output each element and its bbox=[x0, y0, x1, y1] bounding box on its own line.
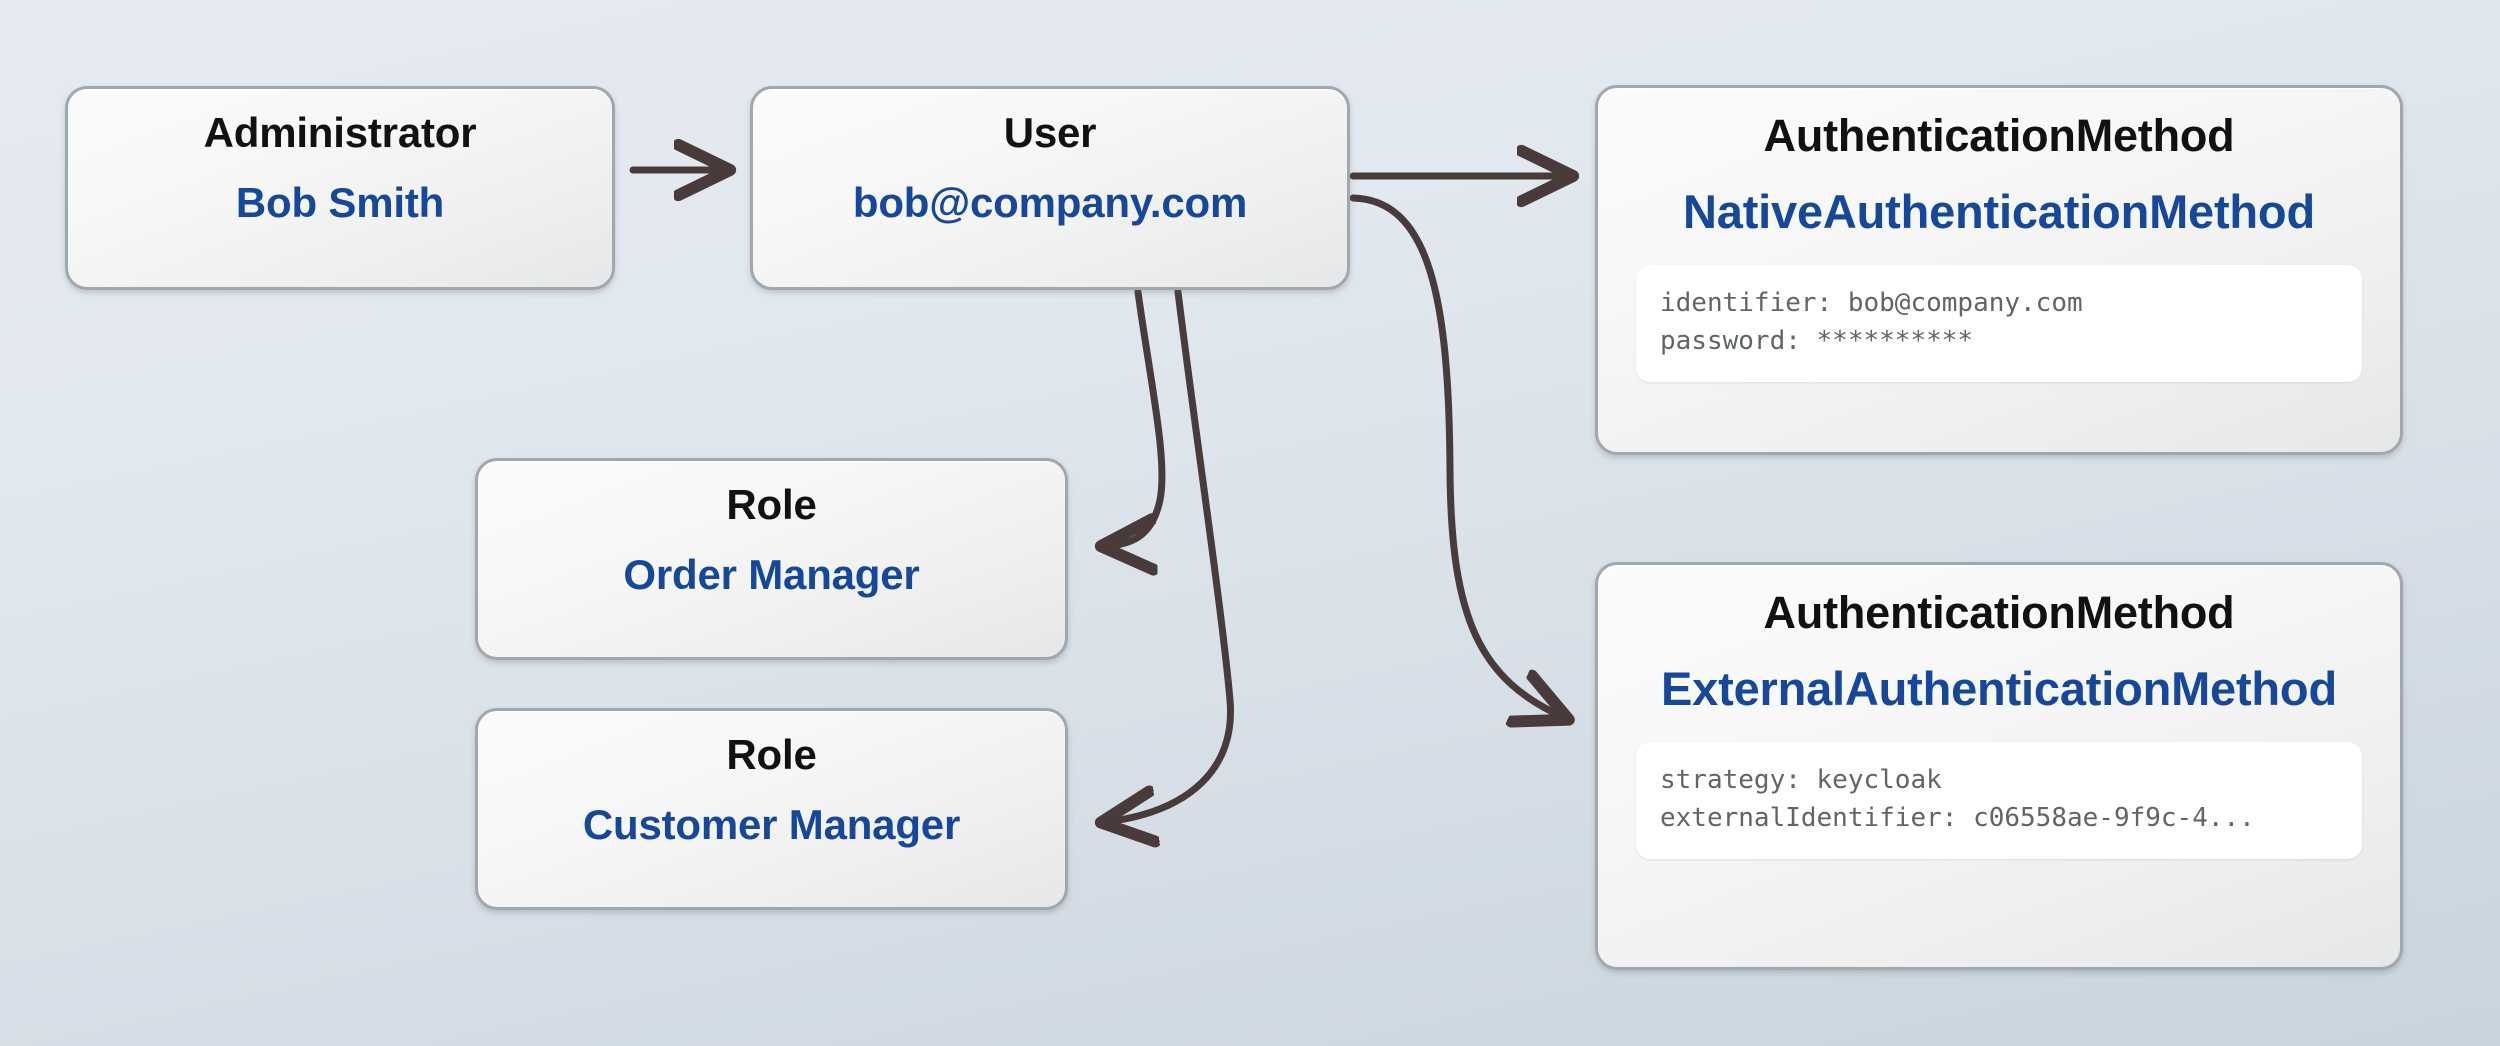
node-name-label: bob@company.com bbox=[852, 179, 1248, 226]
property-row: strategy: keycloak bbox=[1660, 765, 1942, 795]
property-row: identifier: bob@company.com bbox=[1660, 288, 2083, 318]
node-name-label: Order Manager bbox=[623, 551, 920, 598]
node-user[interactable]: User bob@company.com bbox=[750, 86, 1350, 290]
node-name-label: Bob Smith bbox=[235, 179, 445, 226]
node-external-authentication-method[interactable]: AuthenticationMethod ExternalAuthenticat… bbox=[1595, 562, 2403, 970]
property-row: password: ********** bbox=[1660, 325, 1974, 356]
property-panel: identifier: bob@company.com password: **… bbox=[1636, 265, 2362, 383]
node-administrator[interactable]: Administrator Bob Smith bbox=[65, 86, 615, 290]
edge-user-to-auth-external bbox=[1349, 194, 1565, 718]
property-row: externalIdentifier: c06558ae-9f9c-4... bbox=[1660, 802, 2255, 833]
node-role-customer-manager[interactable]: Role Customer Manager bbox=[475, 708, 1068, 910]
property-panel: strategy: keycloak externalIdentifier: c… bbox=[1636, 742, 2362, 860]
node-native-authentication-method[interactable]: AuthenticationMethod NativeAuthenticatio… bbox=[1595, 85, 2403, 455]
node-type-label: Role bbox=[726, 731, 817, 778]
node-name-label: Customer Manager bbox=[582, 801, 961, 848]
node-role-order-manager[interactable]: Role Order Manager bbox=[475, 458, 1068, 660]
node-type-label: Administrator bbox=[203, 109, 477, 156]
edge-user-to-role-order bbox=[1105, 288, 1166, 546]
node-type-label: AuthenticationMethod bbox=[1763, 110, 2235, 161]
node-name-label: ExternalAuthenticationMethod bbox=[1661, 662, 2337, 715]
node-name-label: NativeAuthenticationMethod bbox=[1683, 185, 2315, 238]
node-type-label: AuthenticationMethod bbox=[1763, 587, 2235, 638]
node-type-label: User bbox=[1003, 109, 1097, 156]
edge-user-to-role-customer bbox=[1105, 288, 1235, 822]
node-type-label: Role bbox=[726, 481, 817, 528]
